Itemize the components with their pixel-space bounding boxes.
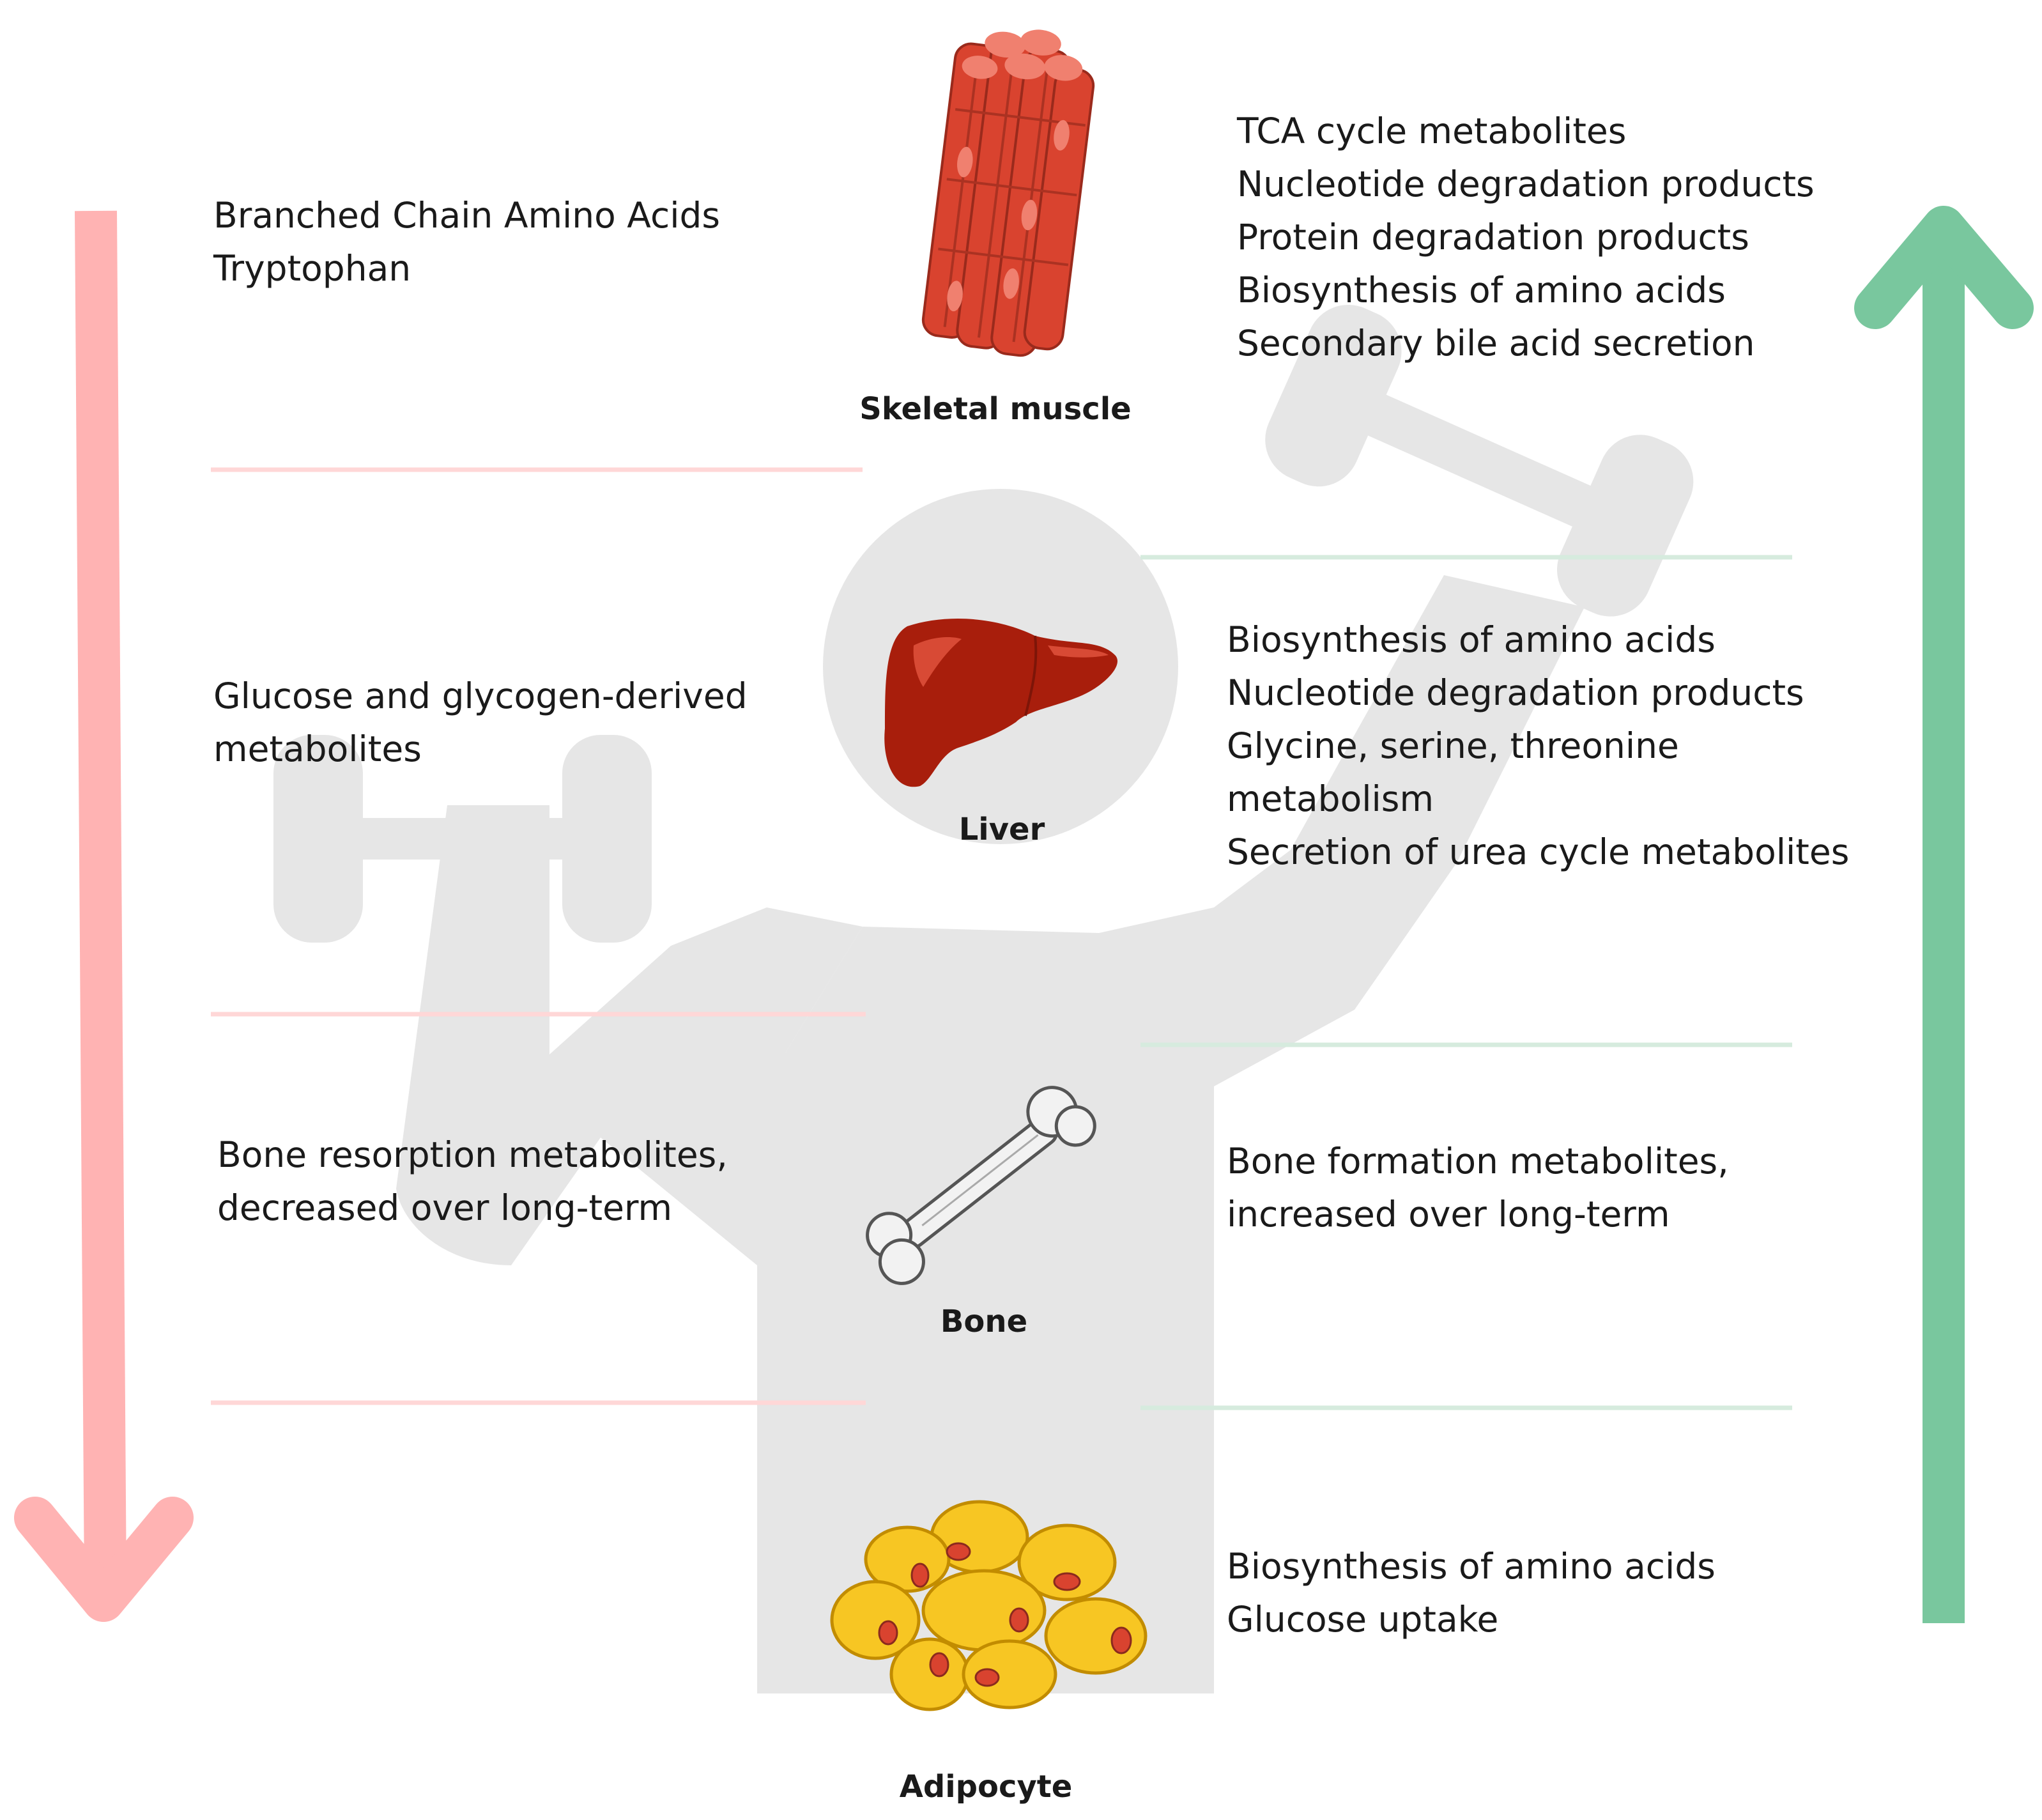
decreased-list-muscle: Branched Chain Amino Acids Tryptophan <box>213 189 720 295</box>
list-item: Branched Chain Amino Acids <box>213 195 721 236</box>
arrow-up-icon <box>1854 206 2034 1623</box>
organ-label-adipocyte: Adipocyte <box>899 1769 1073 1805</box>
increased-list-adipocyte: Biosynthesis of amino acids Glucose upta… <box>1227 1540 1716 1646</box>
organ-label-liver: Liver <box>958 812 1045 847</box>
decreased-list-liver: Glucose and glycogen-derived metabolites <box>213 670 748 776</box>
list-item: Nucleotide degradation products <box>1237 164 1815 204</box>
arrow-down-icon <box>14 210 194 1622</box>
list-item: Bone formation metabolites, <box>1227 1141 1729 1182</box>
decreased-list-bone: Bone resorption metabolites, decreased o… <box>217 1129 728 1235</box>
list-item: metabolism <box>1227 778 1434 819</box>
list-item: Nucleotide degradation products <box>1227 672 1804 713</box>
separator-lines <box>211 467 1792 1410</box>
list-item: increased over long-term <box>1227 1194 1670 1235</box>
list-item: Biosynthesis of amino acids <box>1237 270 1726 311</box>
list-item: Glucose uptake <box>1227 1599 1499 1640</box>
fat-cell-nuclei <box>878 1542 1132 1687</box>
increased-list-liver: Biosynthesis of amino acids Nucleotide d… <box>1227 613 1849 879</box>
list-item: TCA cycle metabolites <box>1237 111 1627 151</box>
organ-label-bone: Bone <box>940 1304 1028 1339</box>
person-lifting-dumbbell-icon <box>273 304 1694 1693</box>
liver-icon <box>884 619 1117 787</box>
list-item: decreased over long-term <box>217 1187 673 1228</box>
list-item: Secretion of urea cycle metabolites <box>1227 831 1850 872</box>
list-item: Secondary bile acid secretion <box>1237 323 1755 364</box>
list-item: Glycine, serine, threonine <box>1227 725 1679 766</box>
bone-icon <box>866 1086 1096 1285</box>
list-item: metabolites <box>213 729 422 769</box>
list-item: Biosynthesis of amino acids <box>1227 1546 1716 1587</box>
list-item: Biosynthesis of amino acids <box>1227 619 1716 660</box>
list-item: Bone resorption metabolites, <box>217 1134 728 1175</box>
increased-list-muscle: TCA cycle metabolites Nucleotide degrada… <box>1237 105 1815 370</box>
list-item: Tryptophan <box>213 248 411 289</box>
list-item: Protein degradation products <box>1237 217 1749 258</box>
organ-label-skeletal-muscle: Skeletal muscle <box>859 391 1132 427</box>
muscle-fiber-bundle-icon <box>921 29 1095 357</box>
increased-list-bone: Bone formation metabolites, increased ov… <box>1227 1135 1729 1241</box>
list-item: Glucose and glycogen-derived <box>213 675 748 716</box>
